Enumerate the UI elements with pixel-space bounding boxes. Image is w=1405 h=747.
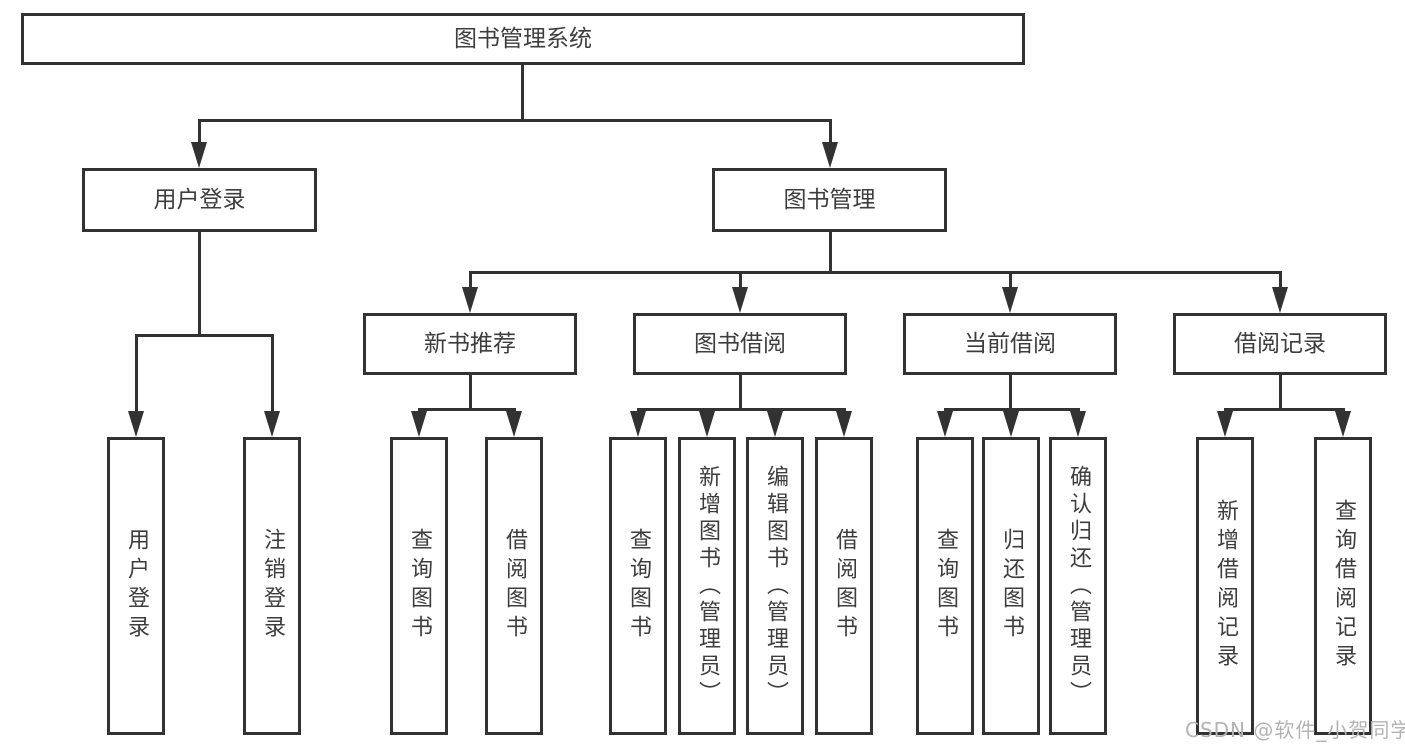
- leaf-edit-books-admin: 编辑图书（管理员）: [746, 437, 804, 735]
- arrowhead-icon: [822, 142, 838, 168]
- arrowhead-icon: [630, 411, 646, 437]
- connector-line: [1009, 375, 1012, 411]
- arrowhead-icon: [128, 411, 144, 437]
- arrowhead-icon: [1272, 287, 1288, 313]
- arrowhead-icon: [1070, 411, 1086, 437]
- arrowhead-icon: [1217, 411, 1233, 437]
- connector-line: [829, 232, 832, 274]
- node-book-borrowing: 图书借阅: [633, 313, 847, 375]
- arrowhead-icon: [699, 411, 715, 437]
- connector-line: [1224, 408, 1344, 411]
- node-borrowing-records: 借阅记录: [1173, 313, 1387, 375]
- connector-line: [469, 375, 472, 411]
- leaf-borrow-books: 借阅图书: [815, 437, 873, 735]
- connector-line: [1279, 271, 1282, 291]
- leaf-add-borrow-record: 新增借阅记录: [1196, 437, 1254, 735]
- arrowhead-icon: [264, 411, 280, 437]
- connector-line: [739, 375, 742, 411]
- arrowhead-icon: [462, 287, 478, 313]
- connector-line: [135, 334, 274, 337]
- connector-line: [198, 119, 201, 147]
- arrowhead-icon: [836, 411, 852, 437]
- connector-line: [521, 65, 524, 121]
- csdn-watermark: CSDN @软件_小贺同学: [1185, 718, 1405, 742]
- leaf-confirm-return-admin: 确认归还（管理员）: [1049, 437, 1107, 735]
- arrowhead-icon: [1002, 287, 1018, 313]
- node-book-management: 图书管理: [712, 168, 947, 232]
- arrowhead-icon: [767, 411, 783, 437]
- leaf-query-books-borrowing: 查询图书: [609, 437, 667, 735]
- node-new-book-recommend: 新书推荐: [363, 313, 577, 375]
- connector-line: [198, 232, 201, 337]
- leaf-add-books-admin: 新增图书（管理员）: [678, 437, 736, 735]
- node-library-system: 图书管理系统: [21, 13, 1025, 65]
- connector-line: [637, 408, 846, 411]
- leaf-query-books-current: 查询图书: [916, 437, 974, 735]
- arrowhead-icon: [411, 411, 427, 437]
- leaf-query-borrow-record: 查询借阅记录: [1314, 437, 1372, 735]
- connector-line: [1279, 375, 1282, 411]
- connector-line: [469, 271, 1282, 274]
- node-user-login: 用户登录: [82, 168, 317, 232]
- arrowhead-icon: [1335, 411, 1351, 437]
- leaf-user-login: 用户登录: [107, 437, 165, 735]
- arrowhead-icon: [191, 142, 207, 168]
- leaf-query-books-recommend: 查询图书: [390, 437, 448, 735]
- connector-line: [418, 408, 516, 411]
- node-current-borrowing: 当前借阅: [903, 313, 1117, 375]
- arrowhead-icon: [732, 287, 748, 313]
- connector-line: [739, 271, 742, 291]
- connector-line: [271, 334, 274, 414]
- arrowhead-icon: [937, 411, 953, 437]
- connector-line: [829, 119, 832, 147]
- connector-line: [135, 334, 138, 414]
- leaf-borrow-books-recommend: 借阅图书: [485, 437, 543, 735]
- connector-line: [1009, 271, 1012, 291]
- leaf-return-books: 归还图书: [982, 437, 1040, 735]
- arrowhead-icon: [506, 411, 522, 437]
- connector-line: [198, 119, 832, 122]
- leaf-logout: 注销登录: [243, 437, 301, 735]
- connector-line: [469, 271, 472, 291]
- arrowhead-icon: [1003, 411, 1019, 437]
